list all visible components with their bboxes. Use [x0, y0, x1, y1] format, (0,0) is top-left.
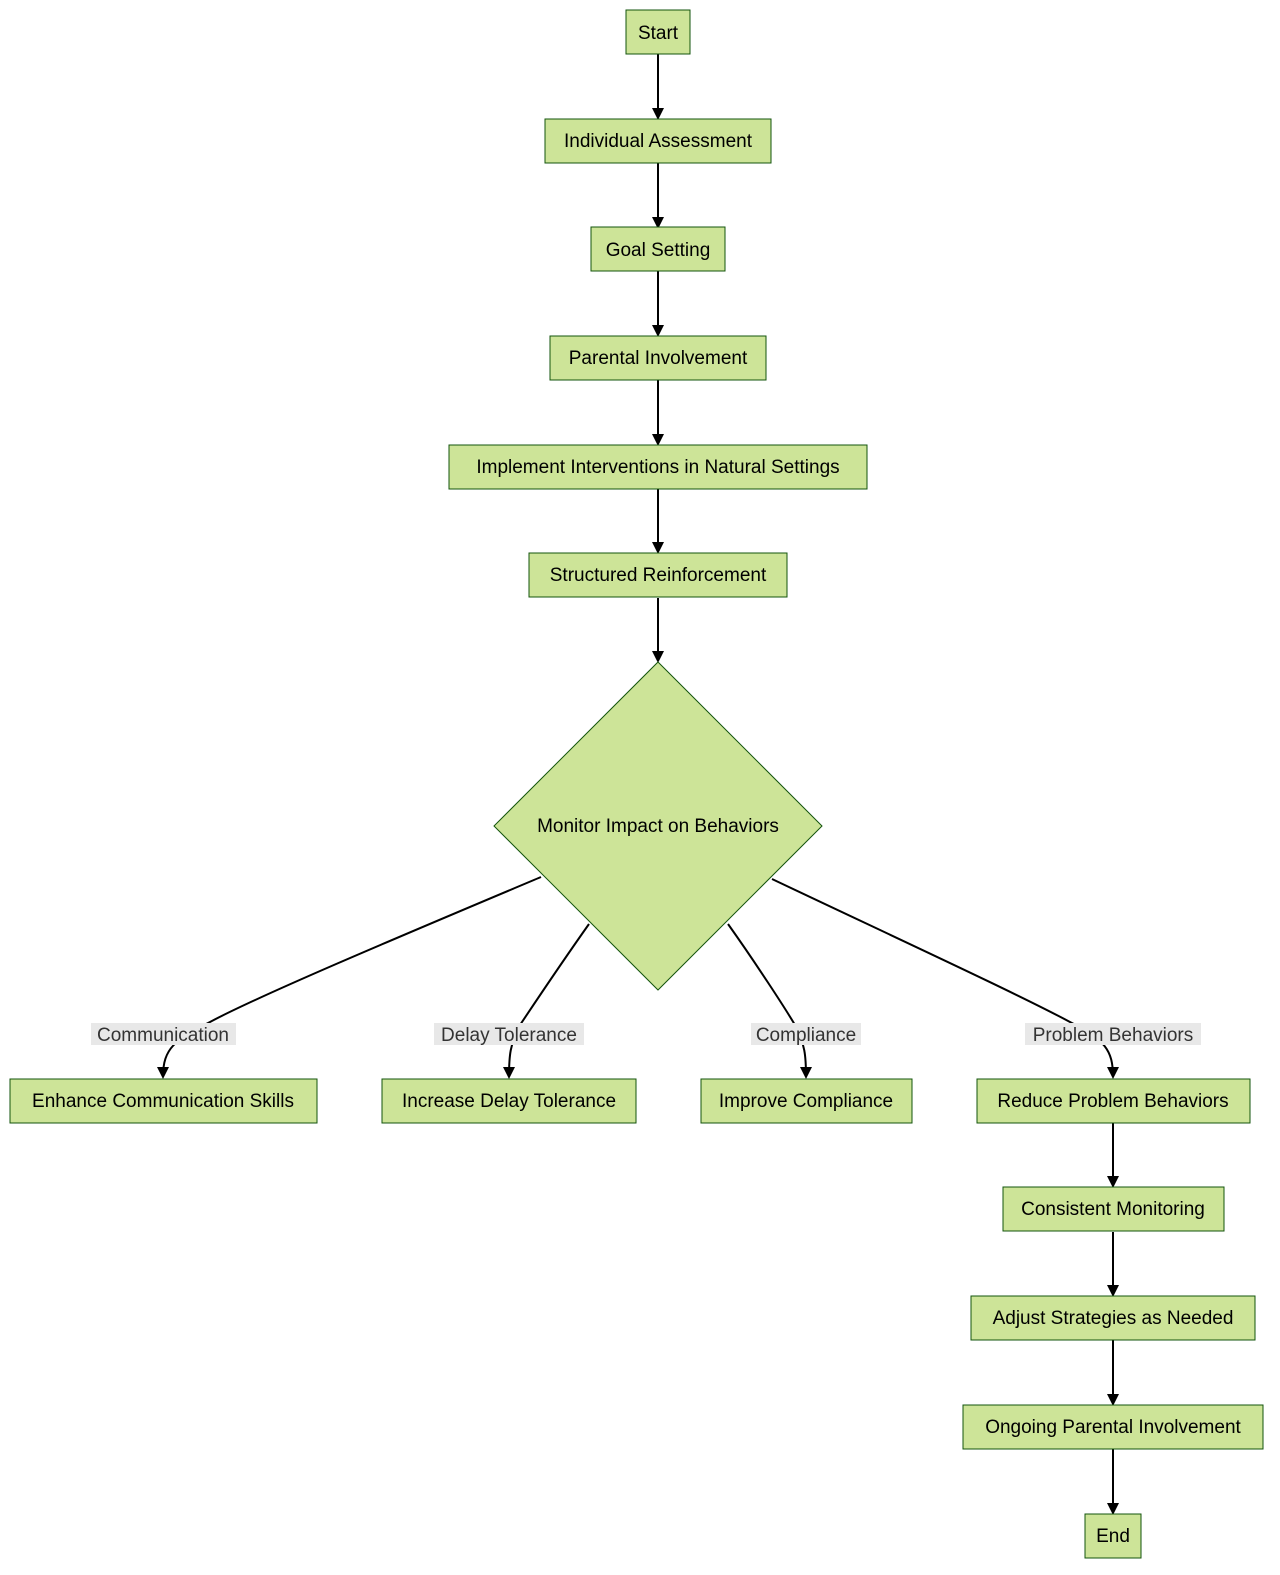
- node-monitor-impact-decision[interactable]: Monitor Impact on Behaviors: [493, 661, 823, 991]
- node-individual-assessment[interactable]: Individual Assessment: [544, 118, 772, 164]
- node-implement-interventions[interactable]: Implement Interventions in Natural Setti…: [448, 444, 868, 490]
- edges: [157, 54, 1119, 1515]
- edge-label-problem-behaviors: Problem Behaviors: [1033, 1025, 1194, 1046]
- nodes: Start Individual Assessment Goal Setting…: [9, 9, 1264, 1559]
- node-implement-interventions-label: Implement Interventions in Natural Setti…: [476, 457, 839, 478]
- node-enhance-communication[interactable]: Enhance Communication Skills: [9, 1078, 318, 1124]
- node-parental-involvement[interactable]: Parental Involvement: [549, 335, 767, 381]
- node-consistent-monitoring-label: Consistent Monitoring: [1021, 1199, 1205, 1220]
- node-structured-reinforcement-label: Structured Reinforcement: [550, 565, 767, 586]
- node-increase-delay-tolerance-label: Increase Delay Tolerance: [402, 1091, 616, 1112]
- edge-monitor-to-communication: [157, 876, 542, 1079]
- edge-monitor-to-problem: [771, 878, 1119, 1079]
- node-increase-delay-tolerance[interactable]: Increase Delay Tolerance: [381, 1078, 637, 1124]
- edge-label-compliance: Compliance: [756, 1025, 856, 1046]
- edge-monitor-to-delay: [503, 923, 590, 1079]
- node-adjust-strategies-label: Adjust Strategies as Needed: [993, 1308, 1234, 1329]
- node-enhance-communication-label: Enhance Communication Skills: [32, 1091, 294, 1112]
- node-improve-compliance[interactable]: Improve Compliance: [700, 1078, 913, 1124]
- node-individual-assessment-label: Individual Assessment: [564, 131, 753, 152]
- node-start-label: Start: [638, 23, 679, 44]
- edge-label-delay-tolerance: Delay Tolerance: [441, 1025, 577, 1046]
- node-structured-reinforcement[interactable]: Structured Reinforcement: [528, 552, 788, 598]
- node-reduce-problem-behaviors[interactable]: Reduce Problem Behaviors: [976, 1078, 1251, 1124]
- node-reduce-problem-behaviors-label: Reduce Problem Behaviors: [997, 1091, 1228, 1112]
- node-consistent-monitoring[interactable]: Consistent Monitoring: [1002, 1186, 1225, 1232]
- edge-labels: Communication Delay Tolerance Compliance…: [91, 1023, 1201, 1046]
- node-end[interactable]: End: [1084, 1513, 1142, 1559]
- node-start[interactable]: Start: [625, 9, 691, 55]
- node-goal-setting-label: Goal Setting: [606, 240, 711, 261]
- node-monitor-impact-label: Monitor Impact on Behaviors: [537, 816, 779, 837]
- node-ongoing-parental-involvement[interactable]: Ongoing Parental Involvement: [962, 1404, 1264, 1450]
- edge-monitor-to-compliance: [727, 923, 812, 1079]
- node-improve-compliance-label: Improve Compliance: [719, 1091, 893, 1112]
- edge-label-communication: Communication: [97, 1025, 229, 1046]
- node-ongoing-parental-involvement-label: Ongoing Parental Involvement: [985, 1417, 1241, 1438]
- node-parental-involvement-label: Parental Involvement: [569, 348, 748, 369]
- node-goal-setting[interactable]: Goal Setting: [590, 226, 726, 272]
- node-adjust-strategies[interactable]: Adjust Strategies as Needed: [970, 1295, 1256, 1341]
- node-end-label: End: [1096, 1526, 1130, 1547]
